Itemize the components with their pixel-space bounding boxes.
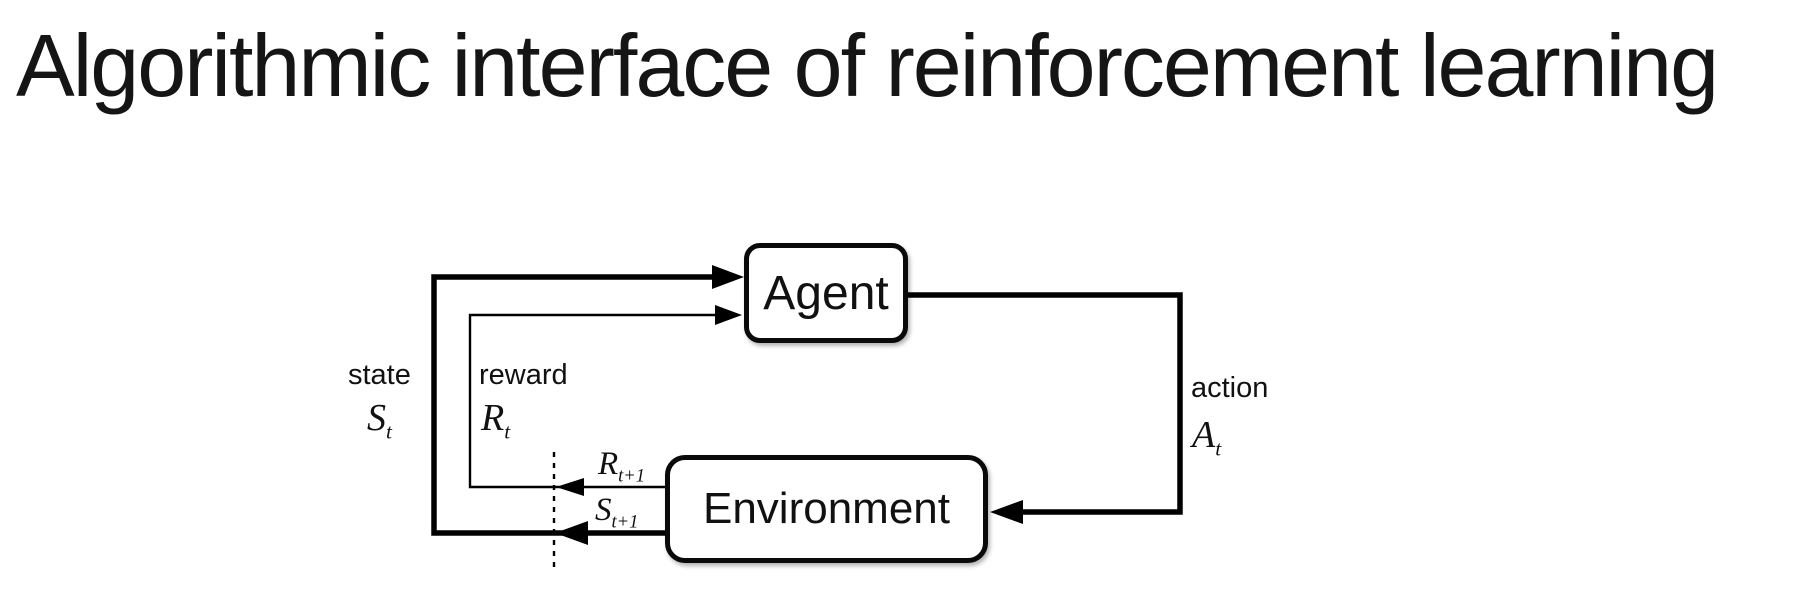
action-symbol-sub: t xyxy=(1215,436,1222,461)
action-arrowhead-into-environment xyxy=(990,500,1023,524)
state-symbol-main: S xyxy=(367,397,386,439)
page-title: Algorithmic interface of reinforcement l… xyxy=(16,16,1719,115)
next-state-symbol-sub: t+1 xyxy=(611,511,639,532)
state-arrowhead-into-agent xyxy=(712,265,744,289)
state-symbol: St xyxy=(367,397,392,442)
next-reward-symbol: Rt+1 xyxy=(598,446,645,485)
environment-node: Environment xyxy=(665,455,988,563)
action-loop-line xyxy=(908,292,1183,515)
action-symbol: At xyxy=(1192,414,1221,459)
agent-node: Agent xyxy=(744,243,908,343)
next-reward-symbol-sub: t+1 xyxy=(618,465,646,486)
state-loop-line xyxy=(431,274,736,536)
agent-label: Agent xyxy=(763,266,889,320)
reward-word-label: reward xyxy=(479,359,568,391)
environment-label: Environment xyxy=(702,484,950,533)
state-symbol-sub: t xyxy=(386,419,392,444)
action-word-label: action xyxy=(1191,372,1269,404)
reward-symbol-sub: t xyxy=(504,419,511,444)
next-reward-arrowhead xyxy=(556,478,584,496)
next-reward-symbol-main: R xyxy=(598,446,619,482)
state-word-label: state xyxy=(348,359,411,391)
reward-arrowhead-into-agent xyxy=(715,305,742,325)
next-state-symbol-main: S xyxy=(595,492,612,528)
reward-symbol: Rt xyxy=(481,397,510,442)
reward-symbol-main: R xyxy=(481,397,505,439)
next-state-arrowhead xyxy=(555,521,588,545)
next-state-symbol: St+1 xyxy=(595,492,638,531)
action-symbol-main: A xyxy=(1192,414,1216,456)
